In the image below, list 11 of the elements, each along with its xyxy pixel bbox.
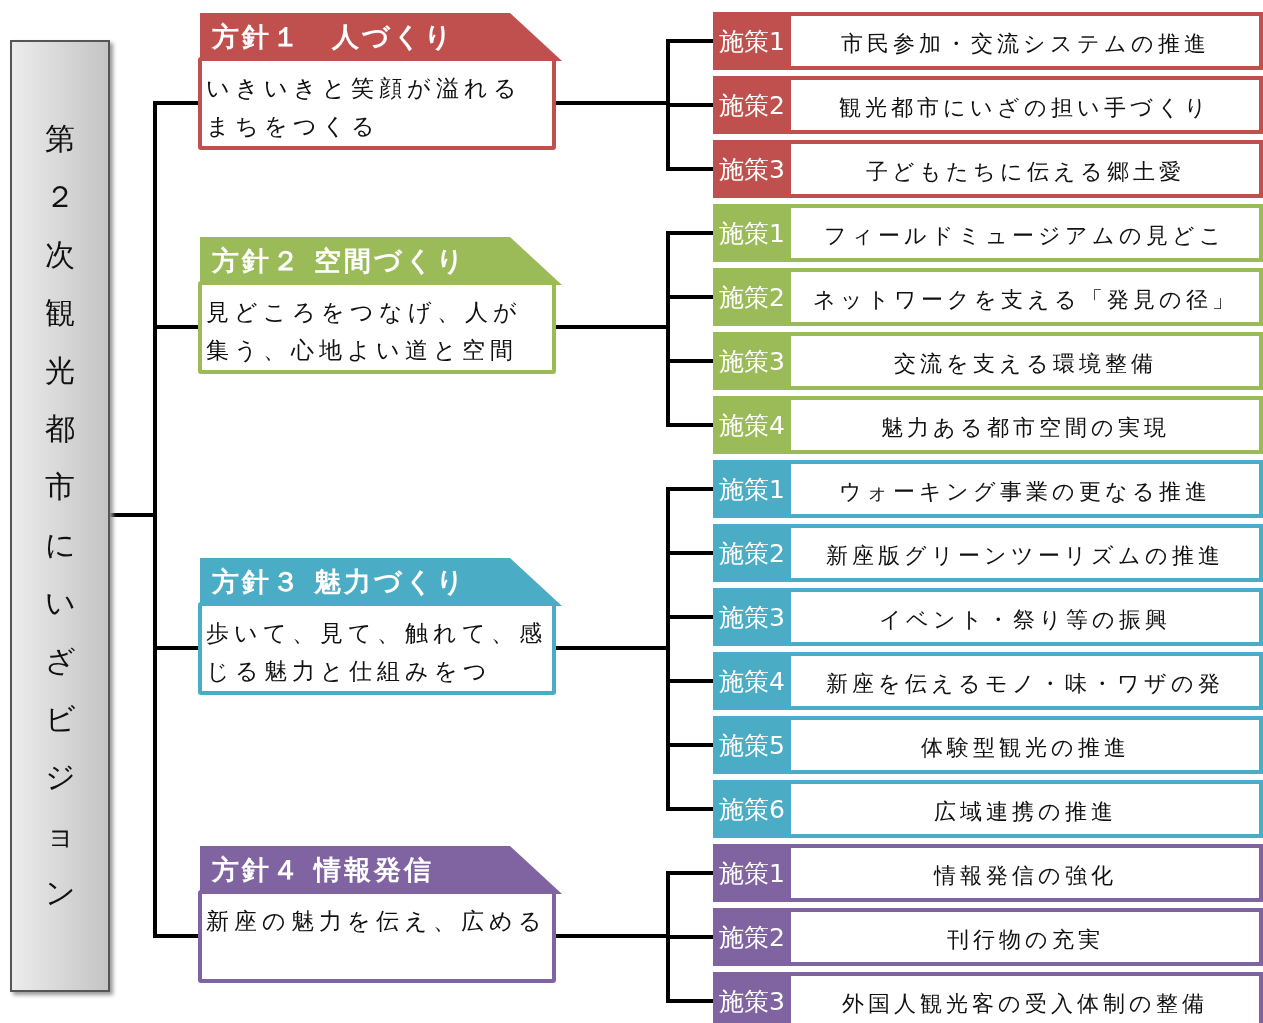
vision-box: 第２次観光都市にいざビジョン — [10, 40, 110, 992]
policy-box: 歩いて、見て、触れて、感じる魅力と仕組みをつ — [198, 602, 556, 695]
connector-line — [556, 934, 713, 1003]
policy-box: 見どころをつなげ、人が集う、心地よい道と空間 — [198, 281, 556, 374]
policy-box: いきいきと笑顔が溢れるまちをつくる — [198, 57, 556, 150]
policy-box: 新座の魅力を伝え、広める — [198, 890, 556, 983]
connector-line — [110, 513, 198, 938]
heading-tab: 方針４ 情報発信 — [200, 846, 562, 894]
heading-tab: 方針３ 魅力づくり — [200, 558, 562, 606]
heading-tab: 方針１ 人づくり — [200, 13, 562, 61]
heading-tab: 方針２ 空間づくり — [200, 237, 562, 285]
